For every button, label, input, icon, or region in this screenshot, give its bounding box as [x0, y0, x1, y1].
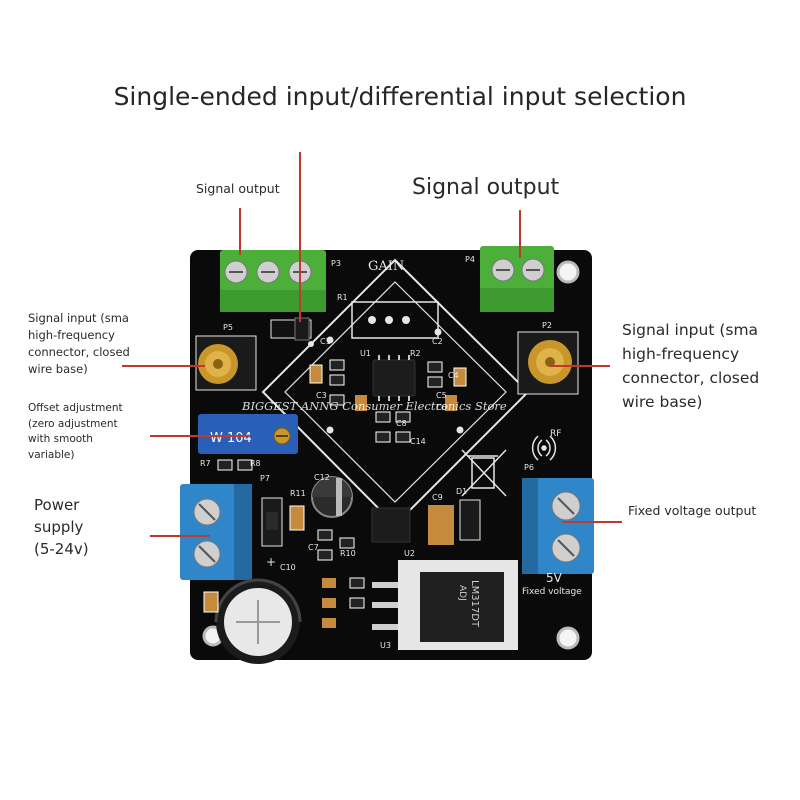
fixed-voltage-output-label: Fixed voltage output: [628, 503, 757, 518]
fixed-voltage-terminal: [522, 478, 594, 574]
jumper-cap: [294, 317, 310, 341]
electrolytic-capacitor-c10: [214, 578, 302, 664]
silk-gain: GAIN: [368, 259, 404, 274]
offset-potentiometer: W 104: [198, 414, 298, 454]
silk-c8: C8: [396, 419, 407, 428]
terminal-block-p3: [220, 250, 326, 312]
silk-c9: C9: [432, 493, 443, 502]
voltage-regulator-u3: LM317DT ADJ: [372, 560, 518, 650]
sma-connector-p5: [195, 335, 257, 391]
page-title: Single-ended input/differential input se…: [113, 82, 687, 111]
silk-p4: P4: [465, 255, 475, 264]
power-terminal: [180, 484, 252, 580]
gain-resistor-footprint: [351, 301, 439, 339]
silk-r10: R10: [340, 549, 356, 558]
signal-output-right-label: Signal output: [412, 175, 560, 200]
opamp-u1: [372, 359, 416, 397]
silk-c2: C2: [432, 337, 443, 346]
silk-p3: P3: [331, 259, 341, 268]
silk-c14: C14: [410, 437, 426, 446]
signal-output-left-label: Signal output: [196, 181, 280, 196]
rf-icon: [531, 435, 557, 461]
silk-u1: U1: [360, 349, 371, 358]
silk-5v: 5V: [546, 571, 563, 585]
silk-c12: C12: [314, 473, 330, 482]
silk-c3: C3: [316, 391, 327, 400]
silk-c1: C1: [320, 337, 331, 346]
watermark: BIGGEST ANNG Consumer Electronics Store: [241, 399, 507, 413]
gain-resistor-pads: [368, 316, 410, 324]
lower-components: [203, 459, 481, 628]
silk-c6: C6: [436, 403, 447, 412]
silk-r11: R11: [290, 489, 306, 498]
signal-input-right-label: Signal input (sma high-frequency connect…: [622, 321, 760, 411]
signal-input-left-label: Signal input (sma high-frequency connect…: [28, 311, 130, 376]
silk-p5: P5: [223, 323, 233, 332]
sma-connector-p2: [517, 331, 579, 395]
offset-adjustment-label: Offset adjustment (zero adjustment with …: [28, 402, 123, 461]
pcb-board: [190, 250, 592, 660]
silk-r1: R1: [337, 293, 348, 302]
silk-r8: R8: [250, 459, 261, 468]
silk-c7: C7: [308, 543, 319, 552]
silk-fixed-voltage: Fixed voltage: [522, 587, 582, 597]
silk-p7: P7: [260, 474, 270, 483]
silk-r7: R7: [200, 459, 211, 468]
silk-u3: U3: [380, 641, 391, 650]
silk-p6: P6: [524, 463, 534, 472]
silk-reg-text-1: LM317DT: [469, 580, 480, 628]
silk-d1: D1: [456, 487, 467, 496]
silk-plus: +: [266, 555, 276, 569]
silk-p2: P2: [542, 321, 552, 330]
electrolytic-capacitor-c12: [311, 476, 353, 518]
silk-r2: R2: [410, 349, 421, 358]
silk-u2: U2: [404, 549, 415, 558]
gain-diamond-inner: [284, 281, 507, 503]
silk-reg-text-2: ADJ: [457, 585, 467, 601]
terminal-block-p4: [480, 246, 554, 312]
silk-rf: RF: [550, 429, 561, 439]
silk-pot-code: W 104: [210, 431, 252, 446]
weee-bin-icon: [461, 449, 507, 497]
power-supply-label: Power supply (5-24v): [34, 496, 89, 558]
silk-c10: C10: [280, 563, 296, 572]
opamp-u1-pins: [378, 355, 410, 401]
vias: [308, 328, 464, 434]
leader-lines: [122, 152, 622, 537]
smd-components: [309, 359, 467, 443]
silk-c4: C4: [448, 371, 459, 380]
silk-c5: C5: [436, 391, 447, 400]
